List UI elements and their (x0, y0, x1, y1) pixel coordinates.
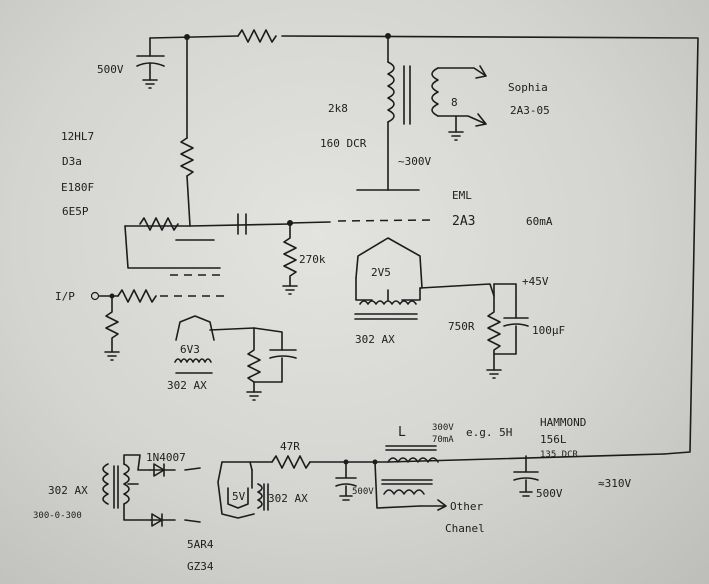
driver-heater (174, 315, 297, 401)
power-transformer-secondary-label: 300-0-300 (33, 511, 82, 521)
output-filament (354, 237, 495, 320)
grid-wire (289, 221, 331, 224)
rectifier-diodes (149, 463, 201, 527)
input-section (90, 289, 157, 361)
output-tube-grid (337, 219, 431, 222)
coupling-capacitor (237, 213, 298, 295)
choke-model-label: 156L (540, 433, 567, 446)
filament-voltage-label: 2V5 (371, 266, 391, 279)
transformer-core (403, 65, 411, 125)
b-plus-resistor (237, 29, 277, 43)
choke-dcr-label: 135 DCR (540, 450, 579, 460)
cathode-network (486, 283, 529, 379)
power-transformer-label: 302 AX (48, 484, 88, 497)
filter-rail (249, 445, 665, 511)
driver-tube-2: D3a (62, 155, 82, 168)
choke-example-label: e.g. 5H (466, 426, 512, 439)
plate-choke-label: 2k8 (328, 102, 348, 115)
cathode-resistor-label: 750R (448, 320, 475, 333)
output-secondary (431, 65, 487, 141)
cathode-voltage-label: +45V (522, 275, 549, 288)
output-tube-label: 2A3 (452, 214, 475, 229)
b-plus-rail (149, 29, 699, 455)
choke-label: L (398, 425, 406, 440)
diode-label: 1N4007 (146, 451, 186, 464)
driver-tube-4: 6E5P (62, 205, 89, 218)
heater-6v3-label: 6V3 (180, 343, 200, 356)
driver-plate-load (180, 36, 194, 227)
choke-make-label: HAMMOND (540, 416, 586, 429)
choke-rating-current-label: 70mA (432, 435, 454, 445)
driver-tube-3: E180F (61, 181, 94, 194)
driver-tube-1: 12HL7 (61, 130, 94, 143)
ground-symbol (142, 79, 158, 89)
load-resistor-label: 270k (299, 253, 326, 266)
rect-heater-transformer-label: 302 AX (268, 492, 308, 505)
plate-choke (356, 35, 420, 191)
filter-cap-2-label: 500V (536, 487, 563, 500)
b-plus-cap-label: 500V (97, 63, 124, 76)
rectifier-tube-2-label: GZ34 (187, 560, 214, 573)
speaker-impedance-label: 8 (451, 96, 458, 109)
output-transformer-model-label: 2A3-05 (510, 104, 550, 117)
power-transformer (102, 454, 151, 521)
plate-choke-dcr-label: 160 DCR (320, 137, 367, 150)
plate-voltage-label: ~300V (398, 155, 431, 168)
other-channel-label-2: Chanel (445, 522, 485, 535)
rectifier-tube-1-label: 5AR4 (187, 538, 214, 551)
output-transformer-label: Sophia (508, 81, 548, 94)
tube-brand-label: EML (452, 189, 472, 202)
rect-heater-label: 5V (232, 490, 246, 503)
choke-rating-voltage-label: 300V (432, 423, 454, 433)
filter-resistor-label: 47R (280, 440, 300, 453)
driver-tube (124, 217, 291, 297)
filter-cap-1-label: 500V (352, 487, 374, 497)
bias-current-label: 60mA (526, 215, 553, 228)
heater-6v3-transformer-label: 302 AX (167, 379, 207, 392)
other-channel-label: Other (450, 500, 483, 513)
decoupling-capacitor (136, 37, 165, 89)
input-label: I/P (55, 290, 75, 303)
filament-transformer-label: 302 AX (355, 333, 395, 346)
supply-voltage-label: ≈310V (598, 477, 631, 490)
cathode-cap-label: 100µF (532, 324, 565, 337)
